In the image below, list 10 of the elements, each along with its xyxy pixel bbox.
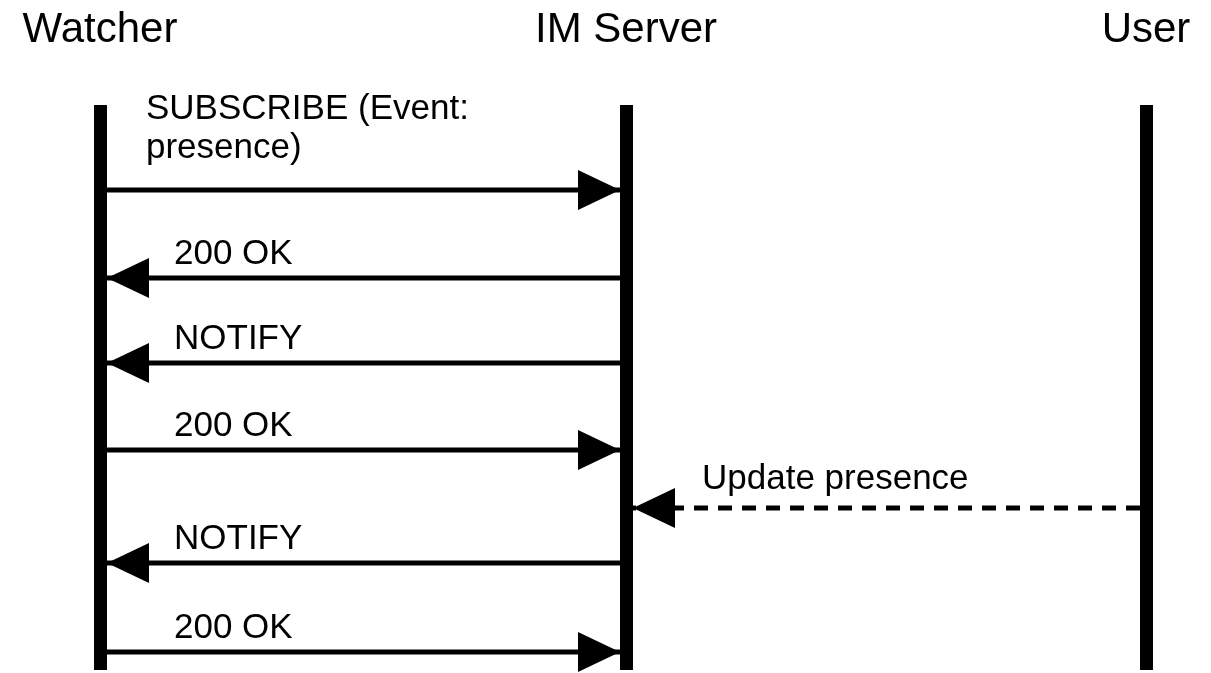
message-arrow: [107, 258, 620, 298]
message-arrow: [107, 430, 620, 470]
message-arrow: [633, 488, 1140, 528]
lifeline-label: IM Server: [535, 5, 717, 52]
message-arrow: [107, 170, 620, 210]
message-arrow: [107, 343, 620, 383]
lifeline-label: User: [1101, 5, 1191, 52]
message-arrow: [107, 632, 620, 672]
lifeline-label: Watcher: [22, 5, 178, 52]
message-arrow: [107, 543, 620, 583]
